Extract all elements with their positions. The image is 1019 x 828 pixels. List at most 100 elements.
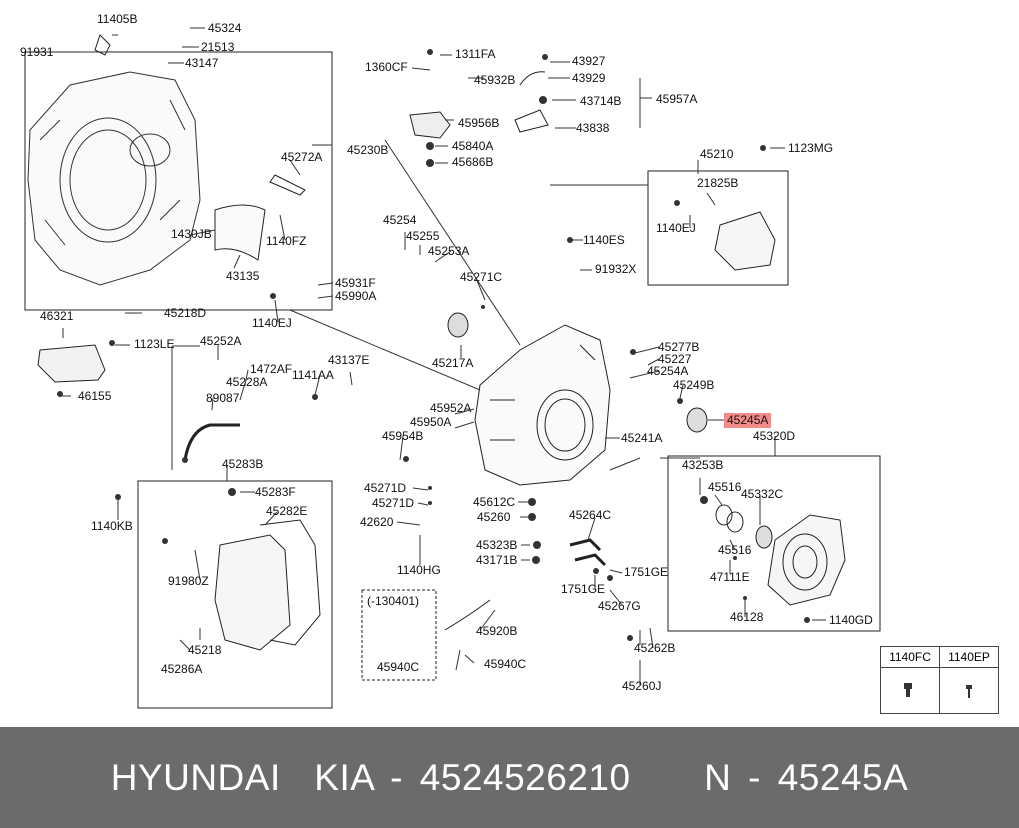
label-1140HG: 1140HG [397,563,441,577]
seal-45332c [755,525,773,549]
oring-45516b [726,511,744,533]
label-45283F: 45283F [255,485,296,499]
label-91980Z: 91980Z [168,574,209,588]
label-45249B: 45249B [673,378,715,392]
label-45217A: 45217A [432,356,474,370]
rear-cover-shape [767,514,846,606]
label-45516-b: 45516 [718,543,752,557]
legend-icons [904,683,972,698]
label-45956B: 45956B [458,116,500,130]
label-45227: 45227 [658,352,692,366]
gasket-45282e [259,519,321,646]
valve-body-shape [214,534,291,651]
label-1140KB: 1140KB [91,519,133,533]
label-46128: 46128 [730,610,764,624]
label-1430JB: 1430JB [171,227,212,241]
bolt-11405b [94,34,111,56]
converter-housing-shape [27,71,201,286]
label-45283B: 45283B [222,457,264,471]
label-91931: 91931 [20,45,54,59]
bracket-45272a [269,174,306,196]
label-1140GD: 1140GD [829,613,873,627]
part-number-banner: HYUNDAI KIA - 4524526210 N - 45245A [0,727,1019,828]
label-43927: 43927 [572,54,606,68]
label-45952A: 45952A [430,401,472,415]
label-1141AA: 1141AA [292,368,334,382]
label-45332C: 45332C [741,487,784,501]
shield-43135 [214,204,266,261]
legend-col-1140FC: 1140FC [881,647,940,668]
label-1140EJ-b: 1140EJ [252,316,292,330]
label-42620: 42620 [360,515,394,529]
seal-45245a-shape [686,407,708,433]
label-130401: (-130401) [367,594,420,608]
banner-text: HYUNDAI KIA - 4524526210 N - 45245A [0,727,1019,828]
label-45271C: 45271C [460,270,503,284]
label-89087: 89087 [206,391,240,405]
label-45957A: 45957A [656,92,698,106]
label-47111E: 47111E [710,570,750,584]
label-45323B: 45323B [476,538,518,552]
label-1140EJ-a: 1140EJ [656,221,696,235]
legend-col-1140EP: 1140EP [940,647,998,668]
label-45516-a: 45516 [708,480,742,494]
label-45253A: 45253A [428,244,470,258]
label-43253B: 43253B [682,458,724,472]
label-45932B: 45932B [474,73,516,87]
fastener-legend-table: 1140FC 1140EP [880,646,999,714]
label-45954B: 45954B [382,429,424,443]
diagram-drawing [24,27,972,709]
separator-1: - [390,757,403,798]
label-45271D-a: 45271D [364,481,407,495]
brand-name: HYUNDAI KIA [110,757,374,798]
label-45931F: 45931F [335,276,376,290]
plate-43714b [514,109,549,133]
label-43171B: 43171B [476,553,518,567]
label-45940C-a: 45940C [377,660,420,674]
label-43929: 43929 [572,71,606,85]
part-number: 4524526210 [419,757,631,798]
label-1140FZ: 1140FZ [266,234,307,248]
label-45920B: 45920B [476,624,518,638]
label-45260J: 45260J [622,679,662,693]
label-45210: 45210 [700,147,734,161]
label-45230B: 45230B [347,143,389,157]
label-45286A: 45286A [161,662,203,676]
label-45252A: 45252A [200,334,242,348]
pipe-45264c [569,538,607,567]
label-91932X: 91932X [595,262,637,276]
group-box-valve-body [137,480,333,709]
label-21513: 21513 [201,40,235,54]
label-1751GE-b: 1751GE [561,582,606,596]
group-box-bracket [647,170,789,286]
label-45271D-b: 45271D [372,496,415,510]
fastener-dots [57,49,810,641]
label-45320D: 45320D [753,429,796,443]
label-45282E: 45282E [266,504,308,518]
seal-45217a-shape [447,312,469,338]
label-45254: 45254 [383,213,417,227]
label-45262B: 45262B [634,641,676,655]
cable-45920b [444,599,491,631]
label-43147: 43147 [185,56,219,70]
label-1140ES: 1140ES [583,233,625,247]
pipe-45252a [183,423,240,461]
label-45272A: 45272A [281,150,323,164]
label-1472AF: 1472AF [250,362,293,376]
label-45245A-highlighted[interactable]: 45245A [724,413,772,428]
label-45940C-b: 45940C [484,657,527,671]
transaxle-case-shape [474,324,611,486]
label-45840A: 45840A [452,139,494,153]
group-box-converter-housing [24,51,333,311]
label-45241A: 45241A [621,431,663,445]
label-11405B: 11405B [97,12,138,26]
label-43838: 43838 [576,121,610,135]
label-45264C: 45264C [569,508,612,522]
group-box-rear-cover [667,455,881,632]
label-46155: 46155 [78,389,112,403]
label-1360CF: 1360CF [365,60,408,74]
legend-divider [939,647,940,713]
bracket-45210 [714,211,776,271]
label-46321: 46321 [40,309,74,323]
label-43137E: 43137E [328,353,370,367]
